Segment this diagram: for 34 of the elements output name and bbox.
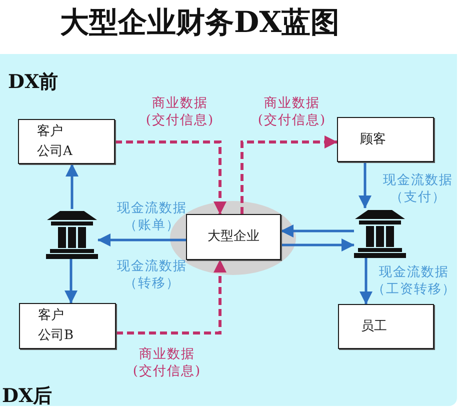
bank-icon (46, 209, 98, 259)
bank-icon (354, 208, 406, 258)
edge-label: 商业数据(交付信息) (132, 346, 202, 380)
flow-label: 现金流数据（转移） (116, 258, 188, 292)
arrow (281, 238, 354, 252)
node-label: 大型企业 (208, 228, 260, 246)
entity-box (337, 117, 434, 162)
section-label: DX后 (2, 385, 52, 407)
node-label: 客户 (37, 122, 63, 140)
dashed-arrow (116, 260, 226, 334)
entity-box (18, 119, 115, 164)
edge-label: 商业数据(交付信息) (257, 95, 327, 129)
node-label: 员工 (361, 318, 387, 336)
dashed-arrow (115, 140, 226, 214)
edge-label: 现金流数据（工资转移） (371, 264, 457, 298)
dashed-arrow (240, 136, 338, 214)
arrow (360, 258, 372, 304)
edge-label: 现金流数据（账单） (116, 200, 188, 234)
node-label: 公司B (38, 327, 74, 345)
node-label: 顾客 (360, 130, 386, 148)
arrow (358, 162, 372, 208)
edge-label: 商业数据(交付信息) (145, 95, 215, 129)
title: 大型企业财务DX蓝图 (60, 5, 340, 39)
arrow (64, 259, 78, 304)
node-label: 公司A (37, 142, 72, 160)
entity-box (338, 304, 434, 349)
arrow (98, 234, 186, 246)
entity-box (19, 303, 116, 349)
edge-label: 现金流数据（支付） (382, 172, 454, 206)
arrow (280, 224, 354, 238)
section-label: DX前 (8, 71, 58, 93)
entity-box (186, 214, 281, 260)
node-label: 客户 (38, 307, 64, 325)
arrow (66, 164, 78, 209)
